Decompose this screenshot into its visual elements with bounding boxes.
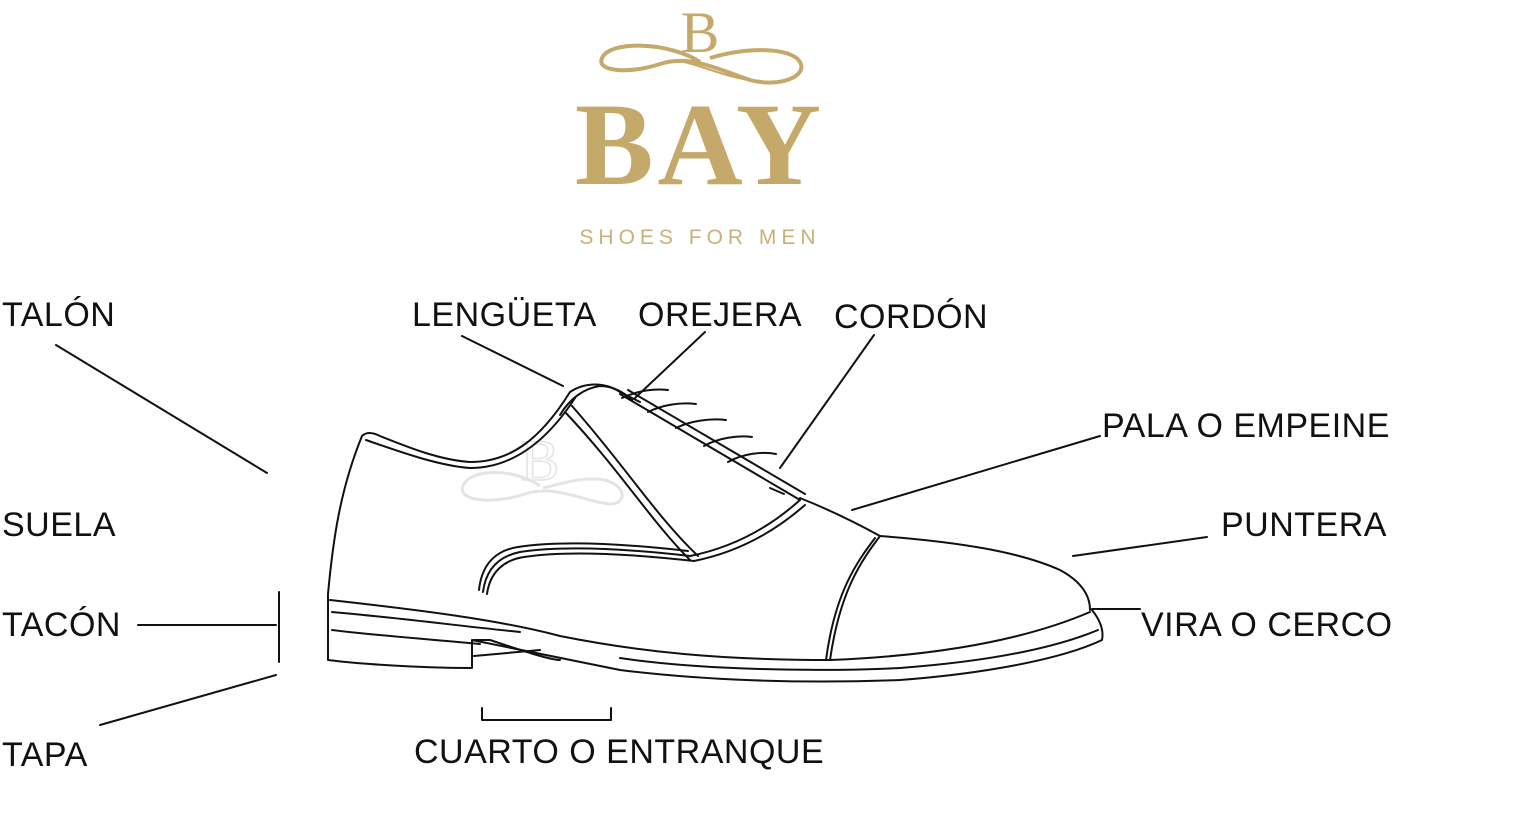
label-pala-o-empeine: PALA O EMPEINE (1102, 407, 1390, 445)
label-tapa: TAPA (2, 736, 88, 774)
logo-monogram: B (680, 0, 720, 65)
label-orejera: OREJERA (638, 296, 803, 334)
label-talon: TALÓN (2, 296, 116, 334)
logo-wordmark: BAY (574, 79, 826, 210)
label-vira-o-cerco: VIRA O CERCO (1141, 606, 1393, 644)
watermark-logo-icon: B (460, 428, 624, 506)
label-puntera: PUNTERA (1221, 506, 1387, 544)
logo-tagline: SHOES FOR MEN (579, 226, 821, 249)
label-suela: SUELA (2, 506, 116, 544)
logo-swirl-icon (599, 43, 804, 85)
brand-logo: B BAY SHOES FOR MEN (540, 0, 860, 260)
label-cuarto-o-entranque: CUARTO O ENTRANQUE (414, 733, 825, 771)
label-cordon: CORDÓN (834, 298, 989, 336)
label-lengueta: LENGÜETA (412, 296, 597, 334)
label-tacon: TACÓN (2, 606, 121, 644)
